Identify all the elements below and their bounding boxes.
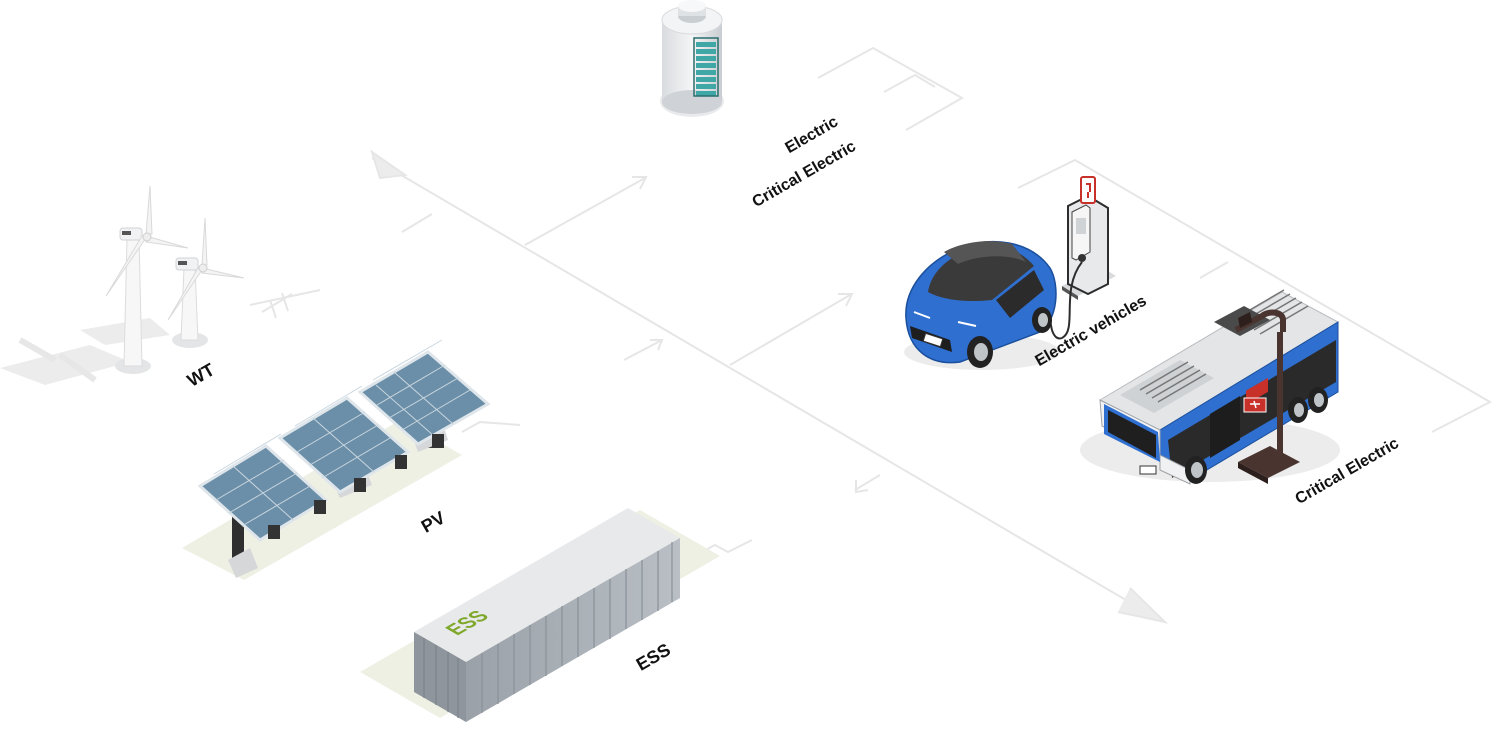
battery-platform-outline — [817, 46, 965, 131]
start-arrowhead — [370, 149, 408, 180]
pantograph-charger-icon — [1234, 309, 1300, 484]
battery-level-cells — [696, 42, 716, 96]
ess-top — [414, 508, 680, 662]
battery-container-icon — [360, 508, 720, 722]
main-flow-arrowhead — [1117, 587, 1169, 624]
pv-link-arrow — [650, 339, 664, 351]
solar-panel-1 — [197, 433, 444, 578]
main-flow-line — [371, 157, 1161, 621]
flow-to-battery — [524, 177, 646, 246]
wt-link — [401, 213, 433, 233]
pv-bus-link — [461, 420, 521, 433]
pv-link — [623, 339, 663, 361]
electric-car-icon — [904, 240, 1060, 370]
flow-to-battery-arrow — [632, 176, 648, 190]
flow-lines — [249, 46, 1493, 624]
wt-link-symbol — [249, 289, 321, 319]
wind-turbine-icon — [0, 185, 245, 385]
battery-platform-inner — [883, 73, 936, 93]
flow-to-ev — [729, 294, 851, 366]
ev-charger-icon — [1049, 176, 1116, 340]
solar-panel-2 — [277, 385, 411, 498]
flow-to-ev-arrow — [838, 293, 854, 307]
ev-zone-outline — [1017, 158, 1493, 433]
ev-zone-divider — [1199, 261, 1229, 279]
ess-return-arrow — [855, 480, 869, 494]
solar-panel-icon — [182, 339, 491, 580]
battery-icon — [660, 0, 724, 117]
ess-return-line — [854, 474, 881, 491]
ess-front — [414, 632, 466, 722]
